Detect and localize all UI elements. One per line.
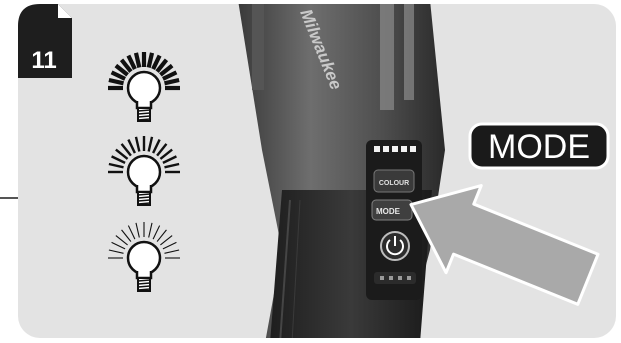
bulb-thread (138, 110, 150, 111)
bulb-thread (138, 283, 150, 284)
tool-control-panel: COLOUR MODE (366, 140, 422, 300)
bulb-glass (128, 72, 160, 104)
bulb-thread (138, 203, 150, 204)
bulb-neck (137, 101, 151, 108)
step-badge: 11 (18, 4, 72, 78)
bulb-thread (138, 116, 150, 117)
bulb-thread (138, 280, 150, 281)
bulb-thread (138, 197, 150, 198)
bulb-thread (138, 286, 150, 287)
bulb-neck (137, 271, 151, 278)
bulb-thread (138, 113, 150, 114)
mode-callout: MODE (470, 124, 608, 168)
bulb-thread (138, 289, 150, 290)
bulb-thread (138, 194, 150, 195)
battery-indicator-leds (374, 272, 416, 284)
bulb-thread (138, 200, 150, 201)
colour-button-label: COLOUR (379, 180, 409, 187)
bulb-thread (138, 119, 150, 120)
step-number: 11 (31, 47, 56, 74)
bulb-glass (128, 242, 160, 274)
bulb-neck (137, 185, 151, 192)
bulb-glass (128, 156, 160, 188)
mode-button-label: MODE (376, 207, 401, 216)
mode-callout-label: MODE (488, 128, 590, 166)
